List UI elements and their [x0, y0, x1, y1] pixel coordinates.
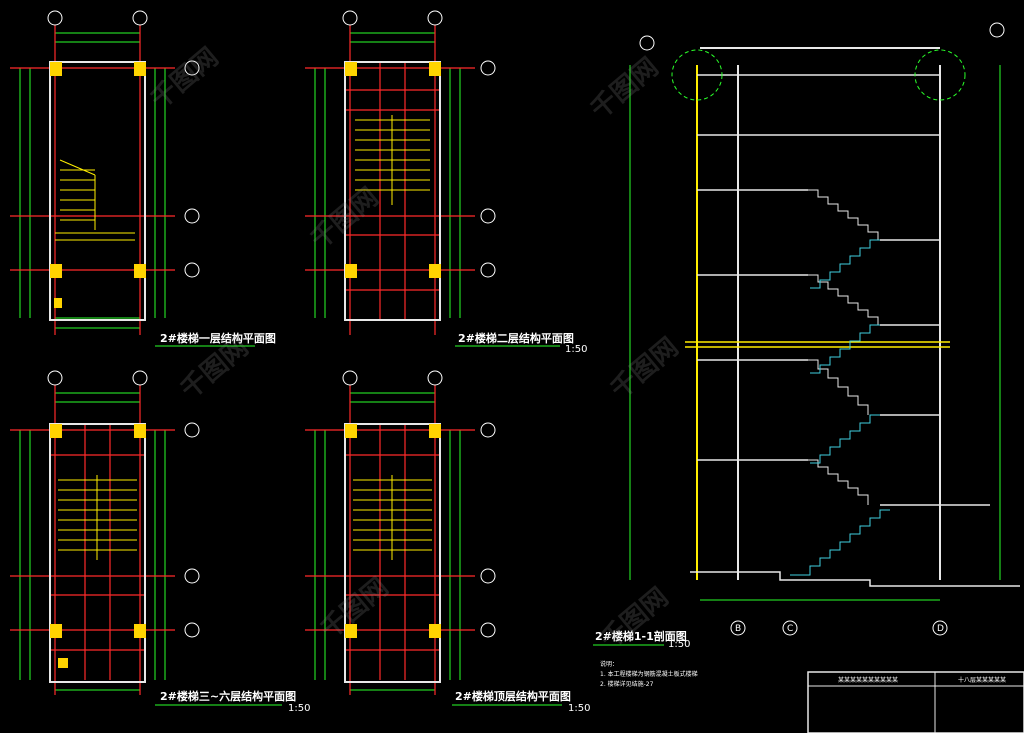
plan-3-scale: 1:50: [288, 703, 310, 714]
section-view: B C D 2#楼梯1-1剖面图 1:50 说明： 1. 本工程楼梯为钢筋混凝土…: [593, 22, 1020, 688]
watermark: 千图网: [605, 332, 684, 405]
watermark: 千图网: [145, 42, 224, 115]
section-axis-d: D: [937, 624, 944, 634]
plan-2-title: 2#楼梯二层结构平面图: [458, 331, 574, 345]
notes-heading: 说明：: [600, 660, 618, 668]
plan-4: 2#楼梯顶层结构平面图 1:50: [305, 370, 590, 714]
section-axis-c: C: [787, 624, 793, 634]
note-2: 2. 楼梯详见结施-27: [600, 680, 654, 688]
plan-1: 2#楼梯一层结构平面图: [10, 10, 276, 347]
section-scale: 1:50: [668, 639, 690, 650]
section-axis-b: B: [735, 624, 741, 634]
plan-1-title: 2#楼梯一层结构平面图: [160, 331, 276, 345]
title-block: 某某某某某某某某某某 十八层某某某某某: [807, 671, 1024, 733]
section-title: 2#楼梯1-1剖面图: [595, 629, 687, 643]
plan-3: 2#楼梯三~六层结构平面图 1:50: [10, 370, 310, 714]
plan-2: 2#楼梯二层结构平面图 1:50: [305, 10, 587, 355]
plan-3-title: 2#楼梯三~六层结构平面图: [160, 689, 296, 703]
watermarks: 千图网 千图网 千图网 千图网 千图网 千图网 千图网: [145, 42, 684, 655]
title-block-right: 十八层某某某某某: [958, 676, 1006, 684]
plan-2-scale: 1:50: [565, 344, 587, 355]
title-block-left: 某某某某某某某某某某: [838, 677, 898, 684]
watermark: 千图网: [595, 582, 674, 655]
plan-4-scale: 1:50: [568, 703, 590, 714]
watermark: 千图网: [585, 52, 664, 125]
plan-4-title: 2#楼梯顶层结构平面图: [455, 689, 571, 703]
note-1: 1. 本工程楼梯为钢筋混凝土板式楼梯: [600, 670, 698, 678]
